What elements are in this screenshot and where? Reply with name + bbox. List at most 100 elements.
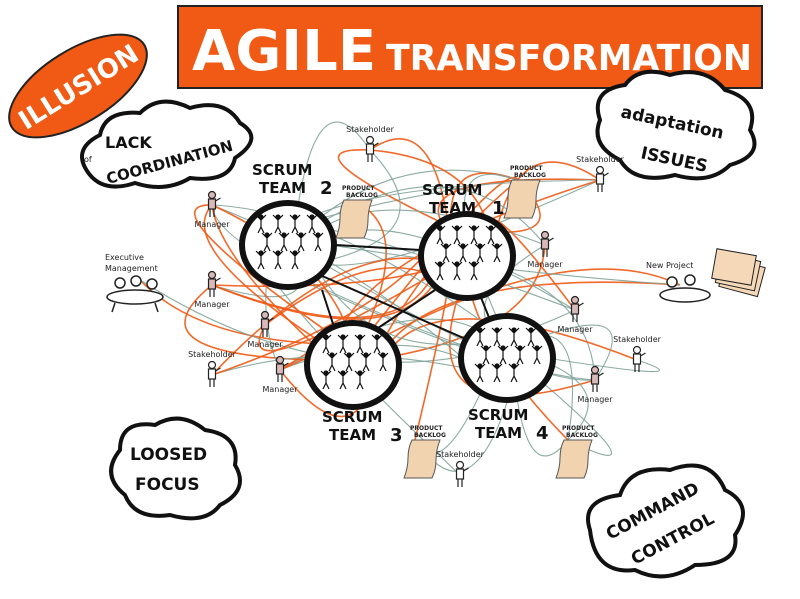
stakeholder-label: Stakeholder: [188, 350, 237, 359]
team-member-icon: [289, 250, 301, 270]
scroll-icon: [335, 199, 373, 239]
team-member-icon: [480, 345, 492, 365]
person-icon: [590, 365, 604, 392]
stakeholder: Stakeholder: [436, 450, 485, 487]
team-member-icon: [326, 352, 338, 372]
team-member-icon: [451, 225, 463, 245]
stakeholder: Stakeholder: [613, 335, 662, 372]
teal-connection-curve: [211, 204, 501, 336]
teal-connection-curve: [295, 186, 546, 246]
title-word-agile: AGILE: [192, 19, 376, 84]
team-member-icon: [360, 352, 372, 372]
team-member-icon: [434, 261, 446, 281]
team-member-icon: [497, 345, 509, 365]
stakeholder-label: Stakeholder: [613, 335, 662, 344]
backlog-label: PRODUCT: [410, 425, 443, 432]
team-member-icon: [289, 214, 301, 234]
team-member-icon: [343, 352, 355, 372]
scroll-icon: [555, 439, 593, 479]
team-member-icon: [306, 214, 318, 234]
team-member-icon: [508, 363, 520, 383]
team-member-icon: [525, 327, 537, 347]
orange-connection-curve: [194, 204, 342, 343]
scroll-icon: [403, 439, 441, 479]
backlog-label: BACKLOG: [346, 192, 378, 199]
team-member-icon: [261, 232, 273, 252]
executive-label: Executive: [105, 253, 144, 262]
team-member-icon: [354, 370, 366, 390]
cloud-loosed-focus: LOOSED FOCUS: [109, 416, 242, 521]
team-label-text: SCRUM: [422, 181, 482, 199]
cloud-text: LACK: [105, 133, 152, 152]
team-member-icon: [451, 261, 463, 281]
team-member-icon: [514, 345, 526, 365]
team-member-icon: [337, 370, 349, 390]
team-member-icon: [272, 250, 284, 270]
person-icon: [365, 135, 379, 162]
cloud-lack-of-coordination: LACK of COORDINATION: [80, 99, 254, 189]
person-icon: [260, 310, 274, 337]
stakeholder-label: Stakeholder: [346, 125, 395, 134]
backlog-label: PRODUCT: [510, 165, 543, 172]
manager: Manager: [557, 295, 593, 334]
team-circle: [418, 211, 516, 301]
manager-label: Manager: [527, 260, 563, 269]
orange-connection-curve: [336, 268, 681, 364]
person-icon: [540, 230, 554, 257]
team-member-icon: [531, 345, 543, 365]
team-label-4: SCRUM TEAM 4: [468, 406, 549, 444]
stakeholder: Stakeholder: [346, 125, 395, 162]
team-member-icon: [320, 370, 332, 390]
manager: Manager: [527, 230, 563, 269]
person-icon: [570, 295, 584, 322]
team-member-icon: [474, 327, 486, 347]
manager-label: Manager: [557, 325, 593, 334]
team-member-icon: [295, 232, 307, 252]
executive-label: Management: [105, 264, 158, 273]
team-member-icon: [255, 214, 267, 234]
team-number: 2: [320, 178, 333, 199]
new-project: New Project: [646, 248, 766, 303]
papers-icon: [711, 248, 766, 298]
manager-label: Manager: [262, 385, 298, 394]
team-number: 1: [492, 198, 505, 219]
team-label-text: TEAM: [259, 179, 306, 197]
team-label-text: SCRUM: [468, 406, 528, 424]
teal-connection-curve: [294, 121, 371, 226]
team-member-icon: [468, 225, 480, 245]
team-member-icon: [371, 334, 383, 354]
person-icon: [632, 345, 646, 372]
orange-connection-curve: [337, 149, 467, 235]
stakeholder: Stakeholder: [576, 155, 625, 192]
meeting-table-icon: [106, 275, 164, 313]
cloud-text: FOCUS: [135, 475, 200, 495]
team-member-icon: [457, 243, 469, 263]
team-circle: [304, 320, 402, 410]
manager-label: Manager: [247, 340, 283, 349]
manager: Manager: [262, 355, 298, 394]
manager: Manager: [577, 365, 613, 404]
team-member-icon: [491, 363, 503, 383]
product-backlogs: PRODUCTBACKLOGPRODUCTBACKLOGPRODUCTBACKL…: [335, 165, 598, 479]
stakeholder-label: Stakeholder: [436, 450, 485, 459]
cloud-text: of: [84, 155, 92, 164]
manager-label: Manager: [194, 300, 230, 309]
team-label-text: TEAM: [475, 424, 522, 442]
backlog-label: BACKLOG: [414, 432, 446, 439]
person-icon: [275, 355, 289, 382]
team-label-3: SCRUM TEAM 3: [322, 408, 403, 446]
new-project-label: New Project: [646, 261, 693, 270]
team-circle: [458, 313, 556, 403]
person-icon: [455, 460, 469, 487]
team-member-icon: [434, 225, 446, 245]
team-label-2: SCRUM TEAM 2: [252, 161, 333, 199]
team-label-text: TEAM: [429, 199, 476, 217]
team-member-icon: [312, 232, 324, 252]
manager: Manager: [194, 270, 230, 309]
team-member-icon: [354, 334, 366, 354]
team-label-text: SCRUM: [322, 408, 382, 426]
